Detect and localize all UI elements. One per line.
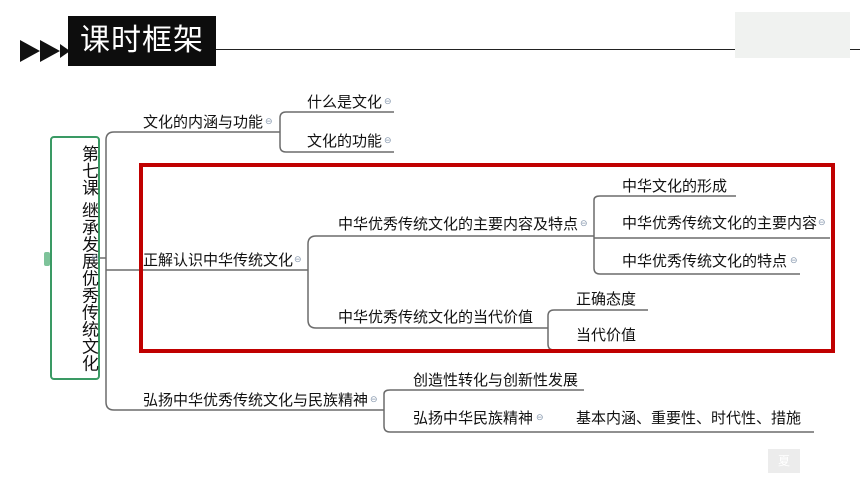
highlight-frame: [139, 163, 835, 353]
branch-traditional-culture[interactable]: 正解认识中华传统文化: [143, 251, 294, 269]
collapse-icon[interactable]: ⊖: [818, 218, 826, 228]
collapse-icon[interactable]: ⊖: [384, 97, 392, 107]
node-national-spirit[interactable]: 弘扬中华民族精神: [413, 409, 534, 427]
root-node[interactable]: [50, 136, 100, 380]
header-divider: [216, 49, 860, 50]
node-correct-attitude[interactable]: 正确态度: [576, 290, 637, 308]
node-creative-transformation[interactable]: 创造性转化与创新性发展: [413, 371, 579, 389]
collapse-icon[interactable]: ⊖: [536, 413, 544, 423]
double-arrow-icon: [20, 40, 70, 62]
watermark-logo: [735, 12, 850, 58]
node-current-value[interactable]: 当代价值: [576, 326, 637, 344]
collapse-icon[interactable]: ⊖: [580, 219, 588, 229]
node-what-is-culture[interactable]: 什么是文化: [307, 93, 383, 111]
collapse-icon[interactable]: ⊖: [91, 253, 99, 263]
node-culture-function[interactable]: 文化的功能: [307, 132, 383, 150]
collapse-icon[interactable]: ⊖: [265, 117, 273, 127]
node-spirit-details[interactable]: 基本内涵、重要性、时代性、措施: [576, 409, 802, 427]
node-features[interactable]: 中华优秀传统文化的特点: [622, 252, 788, 270]
node-contemporary-value[interactable]: 中华优秀传统文化的当代价值: [338, 308, 534, 326]
page-badge: 夏: [768, 449, 800, 473]
branch-culture-function[interactable]: 文化的内涵与功能: [143, 113, 264, 131]
branch-national-spirit[interactable]: 弘扬中华优秀传统文化与民族精神: [143, 391, 369, 409]
node-culture-formation[interactable]: 中华文化的形成: [622, 177, 728, 195]
root-collapse-tab[interactable]: [44, 252, 50, 266]
collapse-icon[interactable]: ⊖: [370, 395, 378, 405]
node-main-content[interactable]: 中华优秀传统文化的主要内容: [622, 214, 818, 232]
collapse-icon[interactable]: ⊖: [790, 256, 798, 266]
root-node-label: 第七课 继承发展优秀传统文化: [78, 144, 98, 372]
page-title: 课时框架: [68, 16, 216, 66]
node-main-content-features[interactable]: 中华优秀传统文化的主要内容及特点: [338, 215, 579, 233]
collapse-icon[interactable]: ⊖: [384, 136, 392, 146]
collapse-icon[interactable]: ⊖: [294, 255, 302, 265]
